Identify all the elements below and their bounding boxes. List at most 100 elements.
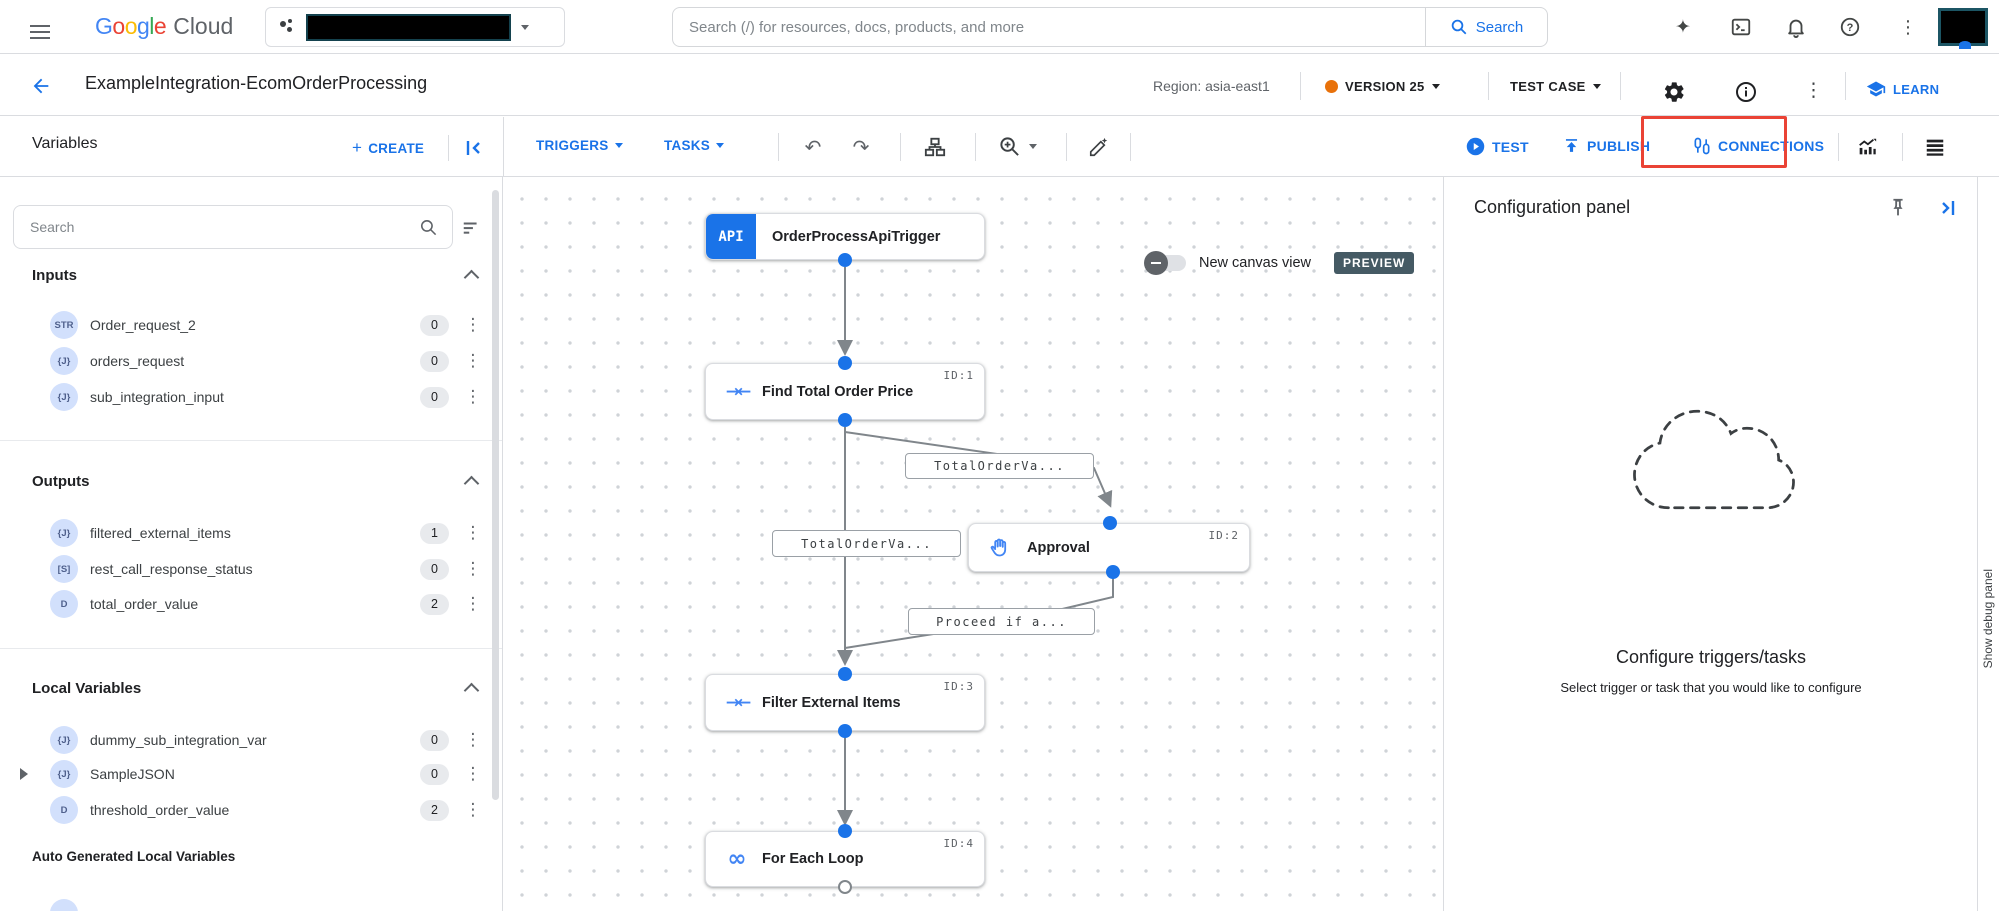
edge-label[interactable]: TotalOrderVa... bbox=[772, 530, 961, 557]
variable-type-badge bbox=[50, 899, 78, 911]
node-title: For Each Loop bbox=[762, 851, 864, 867]
variables-search-input[interactable] bbox=[28, 218, 411, 236]
variable-count-badge: 0 bbox=[420, 763, 449, 785]
more-vert-icon[interactable]: ⋮ bbox=[1899, 16, 1917, 38]
more-vert-icon[interactable]: ⋮ bbox=[464, 351, 482, 371]
global-search-input[interactable] bbox=[673, 8, 1425, 46]
variable-row[interactable]: {J} dummy_sub_integration_var 0 ⋮ bbox=[0, 725, 502, 755]
analytics-icon[interactable] bbox=[1854, 134, 1880, 160]
variable-row[interactable]: {J} sub_integration_input 0 ⋮ bbox=[0, 382, 502, 412]
hamburger-menu-icon[interactable] bbox=[30, 21, 50, 43]
help-icon[interactable]: ? bbox=[1838, 15, 1862, 39]
svg-text:?: ? bbox=[1847, 22, 1854, 34]
variable-row[interactable]: D threshold_order_value 2 ⋮ bbox=[0, 795, 502, 825]
triggers-dropdown[interactable]: TRIGGERS bbox=[536, 138, 623, 153]
connections-label: CONNECTIONS bbox=[1718, 138, 1825, 154]
connector-dot[interactable] bbox=[838, 824, 852, 838]
node-for-each-loop[interactable]: ID:4 ∞ For Each Loop bbox=[705, 831, 985, 887]
test-button[interactable]: TEST bbox=[1465, 136, 1529, 157]
node-filter-external-items[interactable]: ID:3 →← Filter External Items bbox=[705, 674, 985, 731]
empty-state-subtitle: Select trigger or task that you would li… bbox=[1560, 680, 1862, 695]
redo-icon[interactable]: ↷ bbox=[852, 135, 870, 159]
node-approval[interactable]: ID:2 Approval bbox=[968, 523, 1250, 572]
view-list-icon[interactable] bbox=[1922, 134, 1948, 160]
undo-icon[interactable]: ↶ bbox=[804, 135, 822, 159]
edge-label[interactable]: Proceed if a... bbox=[908, 608, 1095, 635]
more-vert-icon[interactable]: ⋮ bbox=[464, 594, 482, 614]
new-canvas-toggle[interactable] bbox=[1144, 251, 1186, 275]
collapse-right-panel-icon[interactable] bbox=[1936, 196, 1960, 220]
test-case-label: TEST CASE bbox=[1510, 79, 1586, 94]
tasks-dropdown[interactable]: TASKS bbox=[664, 138, 725, 153]
variable-name: orders_request bbox=[90, 353, 185, 369]
info-icon[interactable] bbox=[1734, 80, 1758, 104]
more-vert-icon[interactable]: ⋮ bbox=[464, 764, 482, 784]
create-variable-button[interactable]: + CREATE bbox=[352, 138, 424, 158]
connector-dot-open[interactable] bbox=[838, 880, 852, 894]
search-button[interactable]: Search bbox=[1425, 8, 1547, 46]
collapse-section-icon[interactable] bbox=[463, 682, 480, 699]
back-arrow-icon[interactable] bbox=[30, 75, 52, 97]
auto-layout-icon[interactable] bbox=[922, 134, 948, 160]
connector-dot[interactable] bbox=[838, 724, 852, 738]
more-vert-icon[interactable]: ⋮ bbox=[464, 800, 482, 820]
variable-row[interactable]: D total_order_value 2 ⋮ bbox=[0, 589, 502, 619]
magic-edit-icon[interactable] bbox=[1086, 134, 1112, 160]
global-search-bar: Search bbox=[672, 7, 1548, 47]
test-case-dropdown[interactable]: TEST CASE bbox=[1510, 79, 1601, 94]
variable-row[interactable]: {J} orders_request 0 ⋮ bbox=[0, 346, 502, 376]
connector-dot[interactable] bbox=[1103, 516, 1117, 530]
collapse-section-icon[interactable] bbox=[463, 475, 480, 492]
connections-button[interactable]: CONNECTIONS bbox=[1692, 136, 1824, 156]
variable-row[interactable]: {J} filtered_external_items 1 ⋮ bbox=[0, 518, 502, 548]
variable-type-badge: STR bbox=[50, 311, 78, 339]
edge-label[interactable]: TotalOrderVa... bbox=[905, 453, 1094, 479]
node-title: Approval bbox=[1027, 539, 1090, 556]
variables-sidebar: Inputs STR Order_request_2 0 ⋮ {J} order… bbox=[0, 177, 503, 911]
variable-count-badge: 0 bbox=[420, 386, 449, 408]
connector-dot[interactable] bbox=[838, 667, 852, 681]
triggers-label: TRIGGERS bbox=[536, 138, 609, 153]
node-trigger[interactable]: API OrderProcessApiTrigger bbox=[705, 213, 985, 260]
variable-row[interactable]: {J} SampleJSON 0 ⋮ bbox=[0, 759, 502, 789]
variable-name: filtered_external_items bbox=[90, 525, 231, 541]
variable-type-badge: {J} bbox=[50, 347, 78, 375]
variable-count-badge: 0 bbox=[420, 558, 449, 580]
connector-dot[interactable] bbox=[838, 253, 852, 267]
more-vert-icon[interactable]: ⋮ bbox=[464, 387, 482, 407]
more-vert-icon[interactable]: ⋮ bbox=[464, 559, 482, 579]
notifications-bell-icon[interactable] bbox=[1784, 15, 1808, 39]
publish-button[interactable]: PUBLISH bbox=[1562, 136, 1650, 155]
variable-row[interactable]: STR Order_request_2 0 ⋮ bbox=[0, 310, 502, 340]
more-vert-icon[interactable]: ⋮ bbox=[464, 315, 482, 335]
zoom-control[interactable] bbox=[998, 135, 1037, 158]
integration-canvas[interactable]: API OrderProcessApiTrigger ID:1 →← Find … bbox=[503, 177, 1443, 911]
chevron-down-icon bbox=[1431, 84, 1440, 89]
variable-type-badge: {J} bbox=[50, 519, 78, 547]
more-vert-icon[interactable]: ⋮ bbox=[464, 523, 482, 543]
sort-filter-icon[interactable] bbox=[461, 217, 483, 239]
node-find-total-order-price[interactable]: ID:1 →← Find Total Order Price bbox=[705, 363, 985, 420]
connector-dot[interactable] bbox=[1106, 565, 1120, 579]
highlight-red-box bbox=[1641, 116, 1787, 168]
variable-row[interactable]: [S] rest_call_response_status 0 ⋮ bbox=[0, 554, 502, 584]
more-vert-icon[interactable]: ⋮ bbox=[464, 730, 482, 750]
collapse-section-icon[interactable] bbox=[463, 269, 480, 286]
collapse-panel-icon[interactable] bbox=[462, 136, 486, 160]
debug-panel-strip[interactable]: Show debug panel bbox=[1977, 177, 1999, 911]
connector-dot[interactable] bbox=[838, 356, 852, 370]
settings-gear-icon[interactable] bbox=[1662, 80, 1686, 104]
version-dropdown[interactable]: VERSION 25 bbox=[1325, 79, 1440, 94]
cloud-shell-icon[interactable] bbox=[1729, 15, 1753, 39]
project-selector[interactable] bbox=[265, 7, 565, 47]
more-vert-icon[interactable]: ⋮ bbox=[1804, 79, 1823, 101]
learn-button[interactable]: LEARN bbox=[1866, 79, 1939, 99]
gemini-sparkle-icon[interactable]: ✦ bbox=[1675, 16, 1691, 38]
integration-header: ExampleIntegration-EcomOrderProcessing R… bbox=[0, 55, 1999, 168]
sidebar-scrollbar[interactable] bbox=[492, 190, 499, 800]
expand-arrow-icon[interactable] bbox=[20, 768, 28, 780]
avatar[interactable] bbox=[1938, 8, 1988, 49]
pin-icon[interactable] bbox=[1887, 197, 1909, 219]
connector-dot[interactable] bbox=[838, 413, 852, 427]
node-title: Filter External Items bbox=[762, 694, 901, 711]
